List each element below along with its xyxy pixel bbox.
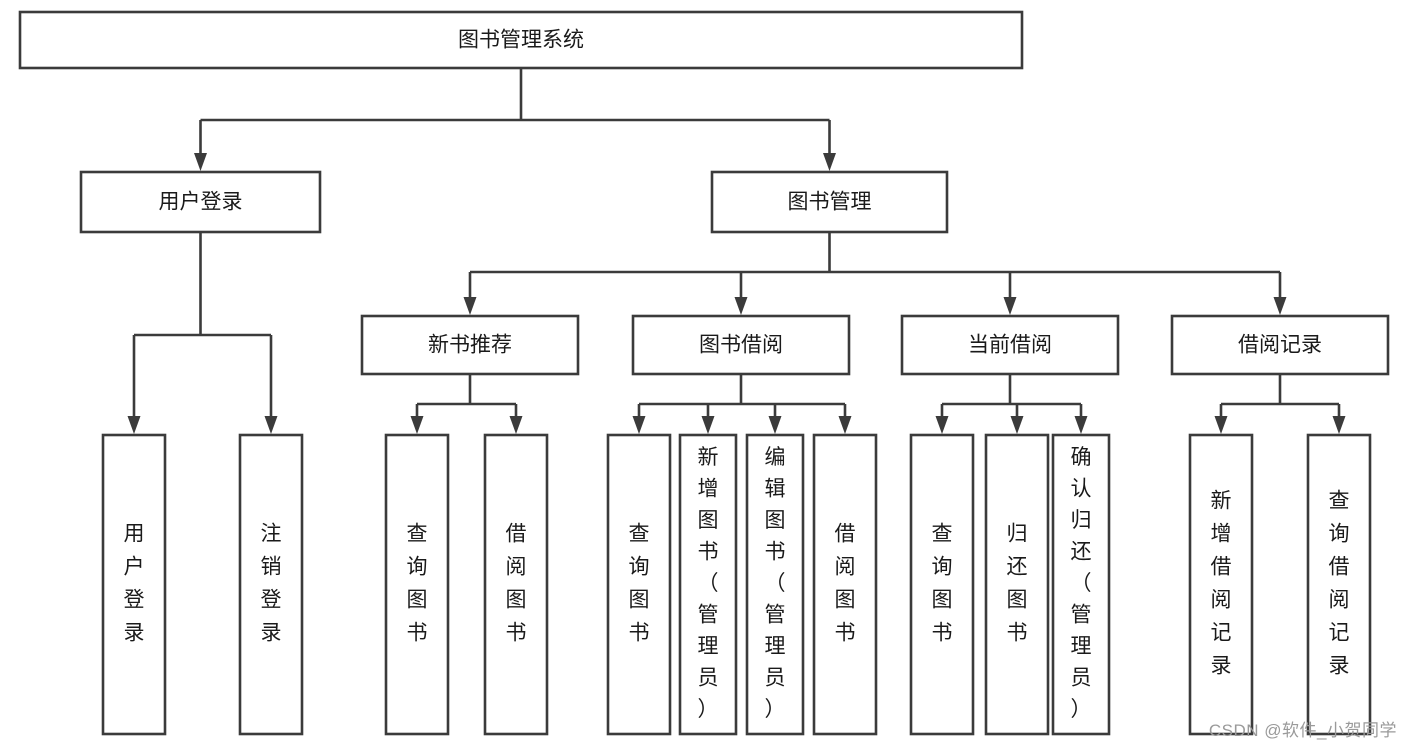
watermark-label: CSDN @软件_小贺同学	[1208, 721, 1397, 740]
node-leaf_query_book_3[interactable]: 查询图书	[909, 433, 975, 736]
connector-group-book_mgmt	[463, 232, 1287, 315]
node-leaf_return_book[interactable]: 归还图书	[984, 433, 1050, 736]
arrow-head-icon	[1003, 297, 1017, 315]
node-leaf_query_book_2[interactable]: 查询图书	[606, 433, 672, 736]
node-box[interactable]	[812, 433, 878, 736]
arrow-head-icon	[463, 297, 477, 315]
node-box[interactable]	[745, 433, 805, 736]
node-box[interactable]	[984, 433, 1050, 736]
node-label: 新增图书（管理员）	[698, 446, 719, 721]
node-leaf_edit_book[interactable]: 编辑图书（管理员）	[745, 433, 805, 736]
node-box[interactable]	[909, 433, 975, 736]
node-box[interactable]	[678, 433, 738, 736]
node-box[interactable]	[18, 10, 1024, 70]
arrow-head-icon	[1214, 416, 1228, 434]
node-label: 查询借阅记录	[1329, 490, 1350, 678]
connector-layer	[127, 68, 1346, 434]
arrow-head-icon	[768, 416, 782, 434]
node-current_borrow[interactable]: 当前借阅	[900, 314, 1120, 376]
node-borrow_record[interactable]: 借阅记录	[1170, 314, 1390, 376]
arrow-head-icon	[1074, 416, 1088, 434]
node-label: 新增借阅记录	[1211, 490, 1232, 678]
arrow-head-icon	[734, 297, 748, 315]
node-leaf_borrow_book_2[interactable]: 借阅图书	[812, 433, 878, 736]
node-box[interactable]	[631, 314, 851, 376]
node-box[interactable]	[384, 433, 450, 736]
node-leaf_query_book_1[interactable]: 查询图书	[384, 433, 450, 736]
node-box[interactable]	[710, 170, 949, 234]
node-label: 借阅图书	[835, 523, 856, 645]
node-box[interactable]	[1188, 433, 1254, 736]
node-label: 确认归还（管理员）	[1071, 446, 1092, 721]
connector-group-new_book_rec	[410, 374, 523, 434]
node-label: 用户登录	[159, 191, 243, 214]
node-label: 借阅记录	[1238, 334, 1322, 357]
connector-group-book_borrow	[632, 374, 852, 434]
node-book_mgmt[interactable]: 图书管理	[710, 170, 949, 234]
node-box[interactable]	[1170, 314, 1390, 376]
arrow-head-icon	[509, 416, 523, 434]
node-layer: 图书管理系统用户登录图书管理新书推荐图书借阅当前借阅借阅记录用户登录注销登录查询…	[18, 10, 1390, 736]
node-leaf_borrow_book_1[interactable]: 借阅图书	[483, 433, 549, 736]
node-label: 图书借阅	[699, 334, 783, 357]
arrow-head-icon	[1273, 297, 1287, 315]
node-label: 查询图书	[407, 523, 428, 645]
node-leaf_user_login[interactable]: 用户登录	[101, 433, 167, 736]
node-label: 查询图书	[629, 523, 650, 645]
connector-group-user_login	[127, 232, 278, 434]
arrow-head-icon	[264, 416, 278, 434]
node-label: 查询图书	[932, 523, 953, 645]
arrow-head-icon	[935, 416, 949, 434]
node-box[interactable]	[1306, 433, 1372, 736]
connector-group-borrow_record	[1214, 374, 1346, 434]
node-box[interactable]	[79, 170, 322, 234]
node-root[interactable]: 图书管理系统	[18, 10, 1024, 70]
arrow-head-icon	[1010, 416, 1024, 434]
node-leaf_add_record[interactable]: 新增借阅记录	[1188, 433, 1254, 736]
node-box[interactable]	[238, 433, 304, 736]
node-box[interactable]	[360, 314, 580, 376]
node-book_borrow[interactable]: 图书借阅	[631, 314, 851, 376]
node-box[interactable]	[483, 433, 549, 736]
arrow-head-icon	[632, 416, 646, 434]
node-leaf_confirm_return[interactable]: 确认归还（管理员）	[1051, 433, 1111, 736]
arrow-head-icon	[1332, 416, 1346, 434]
arrow-head-icon	[127, 416, 141, 434]
node-box[interactable]	[606, 433, 672, 736]
arrow-head-icon	[823, 153, 836, 171]
node-label: 借阅图书	[506, 523, 527, 645]
node-box[interactable]	[101, 433, 167, 736]
node-label: 注销登录	[261, 523, 282, 645]
arrow-head-icon	[701, 416, 715, 434]
node-leaf_add_book[interactable]: 新增图书（管理员）	[678, 433, 738, 736]
arrow-head-icon	[838, 416, 852, 434]
connector-group-root	[194, 68, 836, 171]
node-label: 编辑图书（管理员）	[765, 446, 786, 721]
arrow-head-icon	[194, 153, 207, 171]
node-box[interactable]	[900, 314, 1120, 376]
node-label: 图书管理	[788, 191, 872, 214]
node-box[interactable]	[1051, 433, 1111, 736]
node-label: 图书管理系统	[458, 29, 584, 52]
connector-group-current_borrow	[935, 374, 1088, 434]
node-label: 归还图书	[1007, 523, 1028, 645]
node-leaf_logout[interactable]: 注销登录	[238, 433, 304, 736]
node-label: 用户登录	[124, 523, 145, 645]
arrow-head-icon	[410, 416, 424, 434]
node-label: 当前借阅	[968, 334, 1052, 357]
node-label: 新书推荐	[428, 334, 512, 357]
node-new_book_rec[interactable]: 新书推荐	[360, 314, 580, 376]
node-user_login[interactable]: 用户登录	[79, 170, 322, 234]
node-leaf_query_record[interactable]: 查询借阅记录	[1306, 433, 1372, 736]
